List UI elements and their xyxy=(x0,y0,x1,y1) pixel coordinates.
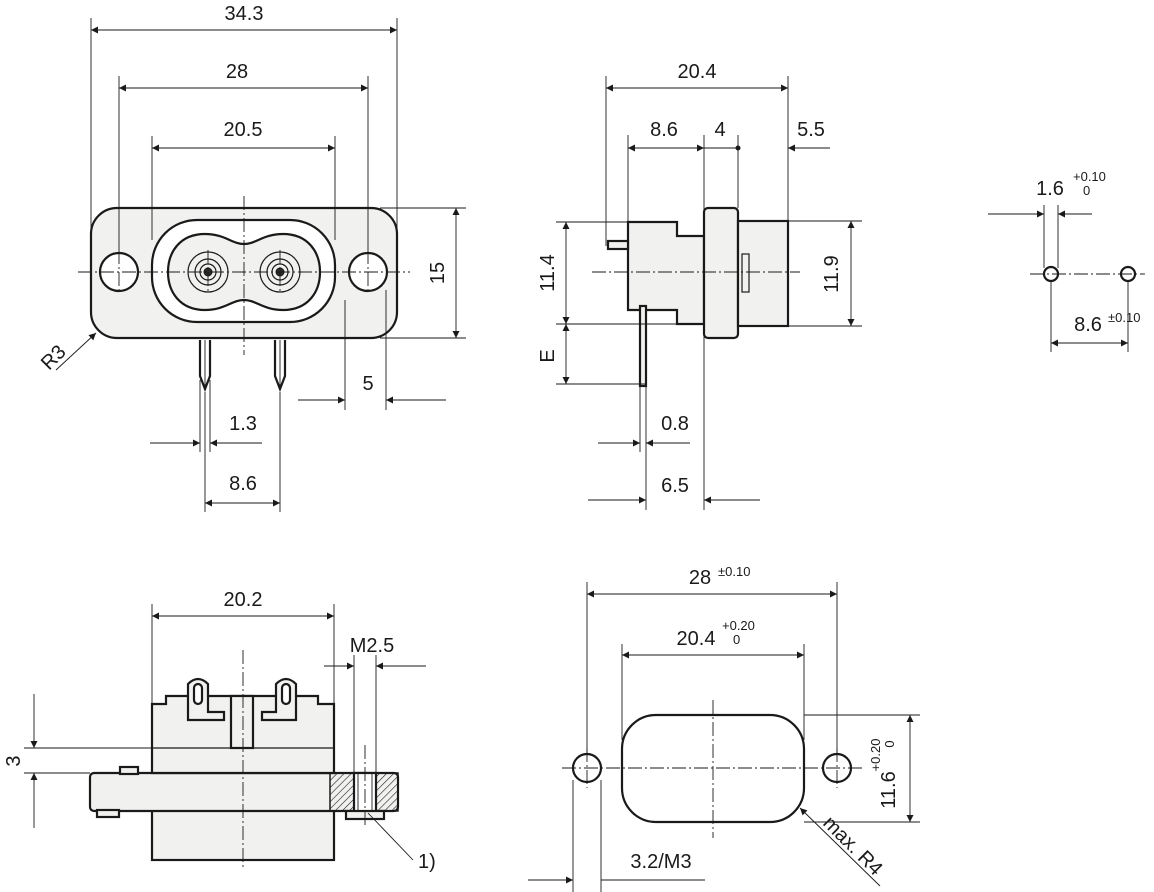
dim-pin-pitch: 8.6 xyxy=(229,473,257,495)
dim-overall-width: 34.3 xyxy=(225,3,264,25)
dim-side-front: 5.5 xyxy=(797,119,825,141)
dim-side-rear: 8.6 xyxy=(650,119,678,141)
dim-side-e: E xyxy=(537,349,559,362)
dim-cutout-height: 11.6 xyxy=(878,771,900,808)
dim-bottom-thread: M2.5 xyxy=(350,635,394,657)
dim-pcb-hole-pitch: 8.6 xyxy=(1074,314,1102,336)
dim-side-flange: 4 xyxy=(714,119,725,141)
dim-corner-radius: R3 xyxy=(37,341,71,375)
svg-text:+0.20: +0.20 xyxy=(722,618,755,633)
svg-text:±0.10: ±0.10 xyxy=(1108,310,1140,325)
svg-text:0: 0 xyxy=(882,740,897,747)
panel-cutout: 28 ±0.10 20.4 +0.20 0 11.6 +0.20 0 max. … xyxy=(528,564,920,892)
svg-text:+0.20: +0.20 xyxy=(868,739,883,772)
svg-text:±0.10: ±0.10 xyxy=(718,564,750,579)
dim-cutout-width: 20.4 xyxy=(677,628,716,650)
side-pin xyxy=(638,304,648,388)
pcb-layout: 1.6 +0.10 0 8.6 ±0.10 xyxy=(988,169,1145,352)
dim-cutout-hole-spec: 3.2/M3 xyxy=(630,851,691,873)
dim-height: 15 xyxy=(427,262,449,284)
dim-cutout-hole-pitch: 28 xyxy=(689,567,711,589)
side-flange xyxy=(702,206,740,340)
side-view: 20.4 8.6 4 5.5 11.4 E 11.9 0.8 6. xyxy=(537,61,862,510)
side-front-body xyxy=(736,219,790,328)
dim-bottom-body-width: 20.2 xyxy=(224,589,263,611)
dim-socket-width: 20.5 xyxy=(224,119,263,141)
dim-side-depth: 20.4 xyxy=(678,61,717,83)
dim-side-pin-offset: 6.5 xyxy=(661,475,689,497)
dim-edge: 5 xyxy=(362,373,373,395)
dim-pin-width: 1.3 xyxy=(229,413,257,435)
svg-text:0: 0 xyxy=(733,632,740,647)
front-view: 34.3 28 20.5 15 R3 5 1.3 8.6 xyxy=(37,3,466,512)
dim-side-rear-height: 11.4 xyxy=(537,254,559,291)
bottom-view: 20.2 M2.5 3 1) xyxy=(3,589,436,873)
dim-bottom-flange-thickness: 3 xyxy=(3,755,25,766)
dim-side-pin-thickness: 0.8 xyxy=(661,413,689,435)
dim-pcb-hole-diameter: 1.6 xyxy=(1036,178,1064,200)
svg-text:0: 0 xyxy=(1083,183,1090,198)
dim-side-front-height: 11.9 xyxy=(821,255,843,292)
svg-text:+0.10: +0.10 xyxy=(1073,169,1106,184)
dim-mount-hole-pitch: 28 xyxy=(226,61,248,83)
note-callout: 1) xyxy=(418,851,436,873)
